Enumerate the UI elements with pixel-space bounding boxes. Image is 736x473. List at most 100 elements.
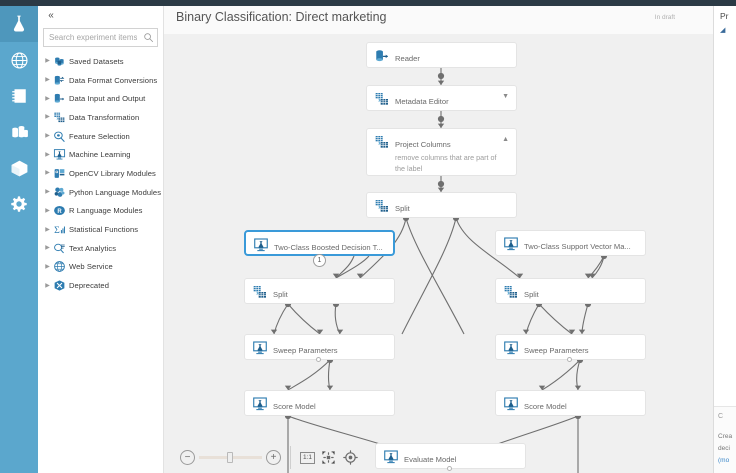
node-title: Split — [273, 290, 288, 299]
data-transformation-icon — [54, 112, 65, 123]
expand-chevron-icon[interactable]: ▶ — [45, 245, 50, 252]
node-title: Two-Class Support Vector Ma... — [524, 242, 631, 251]
zoom-slider[interactable] — [199, 452, 262, 463]
node-subtitle: remove columns that are part of the labe… — [395, 153, 497, 173]
feature-selection-icon — [54, 131, 65, 142]
data-input-output-icon-wrap — [52, 92, 67, 106]
tree-item-opencv-library-modules[interactable]: ▶OpenCV Library Modules — [38, 164, 164, 183]
canvas-node-scoreR[interactable]: Score Model — [495, 390, 646, 416]
properties-panel-collapse-icon[interactable]: ◢ — [720, 27, 726, 34]
tree-item-deprecated[interactable]: ▶Deprecated — [38, 276, 164, 295]
tree-item-feature-selection[interactable]: ▶Feature Selection — [38, 127, 164, 146]
expand-chevron-icon[interactable]: ▶ — [45, 170, 50, 177]
expand-chevron-icon[interactable]: ▶ — [45, 207, 50, 214]
expand-chevron-icon[interactable]: ▶ — [45, 133, 50, 140]
settings-gear-icon — [11, 196, 27, 212]
python-icon — [54, 187, 65, 197]
footer-link[interactable]: (mo — [718, 457, 730, 464]
canvas-node-splitR[interactable]: Split — [495, 278, 646, 304]
expand-chevron-icon[interactable]: ▶ — [45, 263, 50, 270]
data-transform-icon — [253, 285, 266, 298]
expand-chevron-icon[interactable]: ▶ — [45, 226, 50, 233]
svg-text:Σ: Σ — [54, 225, 60, 236]
expand-chevron-icon[interactable]: ▶ — [45, 95, 50, 102]
connection-arrowhead — [437, 123, 445, 128]
data-transformation-icon-wrap — [52, 110, 67, 124]
rail-item-notebooks[interactable] — [0, 78, 38, 114]
expand-chevron-icon[interactable]: ▶ — [45, 189, 50, 196]
sidebar-collapse-button[interactable]: « — [48, 10, 54, 21]
rail-item-datasets[interactable] — [0, 114, 38, 150]
canvas-node-reader[interactable]: Reader — [366, 42, 517, 68]
canvas-node-btree[interactable]: Two-Class Boosted Decision T... — [244, 230, 395, 256]
node-title: Split — [395, 204, 410, 213]
machine-learning-icon — [53, 149, 66, 160]
canvas-node-evaluate[interactable]: Evaluate Model — [375, 443, 526, 469]
tree-item-label: Data Transformation — [69, 112, 140, 122]
node-text: Project Columns remove columns that are p… — [391, 129, 505, 174]
canvas-node-sweepR[interactable]: Sweep Parameters — [495, 334, 646, 360]
canvas-node-scoreL[interactable]: Score Model — [244, 390, 395, 416]
tree-item-python-language-modules[interactable]: ▶Python Language Modules — [38, 183, 164, 202]
node-badge-btree[interactable]: 1 — [313, 254, 326, 267]
connection-port-dot[interactable] — [437, 180, 445, 188]
properties-panel: Pr ◢ C Crea deci (mo — [713, 6, 736, 473]
svg-text:R: R — [57, 209, 62, 215]
rail-item-web-services[interactable] — [0, 42, 38, 78]
data-transform-icon — [504, 285, 517, 298]
zoom-in-button[interactable]: + — [266, 450, 281, 465]
connection-arrowhead — [588, 273, 596, 278]
fit-all-icon[interactable] — [342, 449, 359, 466]
tree-item-machine-learning[interactable]: ▶Machine Learning — [38, 145, 164, 164]
fit-selection-icon[interactable] — [320, 449, 337, 466]
canvas-node-split0[interactable]: Split — [366, 192, 517, 218]
node-title: Evaluate Model — [404, 455, 457, 464]
search-icon[interactable] — [143, 32, 154, 43]
zoom-out-button[interactable]: − — [180, 450, 195, 465]
tree-item-data-transformation[interactable]: ▶ Data Transformation — [38, 108, 164, 127]
node-output-port[interactable] — [567, 357, 572, 362]
search-box[interactable] — [43, 28, 158, 47]
opencv-icon — [54, 169, 65, 178]
expand-chevron-icon[interactable]: ▶ — [45, 151, 50, 158]
canvas-node-project[interactable]: Project Columns remove columns that are p… — [366, 128, 517, 176]
tree-item-data-format-conversions[interactable]: ▶Data Format Conversions — [38, 71, 164, 90]
canvas-node-metadata[interactable]: Metadata Editor▼ — [366, 85, 517, 111]
node-text: Reader — [391, 43, 420, 66]
rail-item-trained-models[interactable] — [0, 150, 38, 186]
canvas-node-svm[interactable]: Two-Class Support Vector Ma... — [495, 230, 646, 256]
tree-item-web-service[interactable]: ▶Web Service — [38, 258, 164, 277]
primary-nav-rail — [0, 6, 38, 473]
expand-chevron-icon[interactable]: ▶ — [45, 77, 50, 84]
actual-size-button[interactable]: 1:1 — [300, 451, 315, 464]
canvas-node-splitL[interactable]: Split — [244, 278, 395, 304]
node-title: Split — [524, 290, 539, 299]
expand-chevron-icon[interactable]: ▶ — [45, 58, 50, 65]
chevron-up-icon[interactable]: ▲ — [502, 136, 509, 143]
deprecated-icon — [54, 280, 65, 291]
node-title: Project Columns — [395, 140, 451, 149]
search-input[interactable] — [47, 29, 139, 46]
expand-chevron-icon[interactable]: ▶ — [45, 114, 50, 121]
node-output-port[interactable] — [447, 466, 452, 471]
canvas-node-sweepL[interactable]: Sweep Parameters — [244, 334, 395, 360]
node-title: Score Model — [524, 402, 567, 411]
node-text: Split — [269, 279, 288, 302]
node-output-port[interactable] — [316, 357, 321, 362]
rail-item-settings[interactable] — [0, 186, 38, 222]
connection-arrowhead — [574, 385, 582, 390]
connection-port-dot[interactable] — [437, 72, 445, 80]
tree-item-label: Data Input and Output — [69, 94, 146, 104]
tree-item-data-input-and-output[interactable]: ▶ Data Input and Output — [38, 89, 164, 108]
module-tree-sidebar: « ▶Saved Datasets▶Data Format Conversion… — [38, 6, 164, 473]
expand-chevron-icon[interactable]: ▶ — [45, 282, 50, 289]
tree-item-text-analytics[interactable]: ▶Text Analytics — [38, 239, 164, 258]
chevron-down-icon[interactable]: ▼ — [502, 93, 509, 100]
tree-item-saved-datasets[interactable]: ▶Saved Datasets — [38, 52, 164, 71]
connection-port-dot[interactable] — [437, 115, 445, 123]
rail-item-experiments[interactable] — [0, 6, 38, 42]
zoom-slider-thumb[interactable] — [227, 452, 234, 463]
